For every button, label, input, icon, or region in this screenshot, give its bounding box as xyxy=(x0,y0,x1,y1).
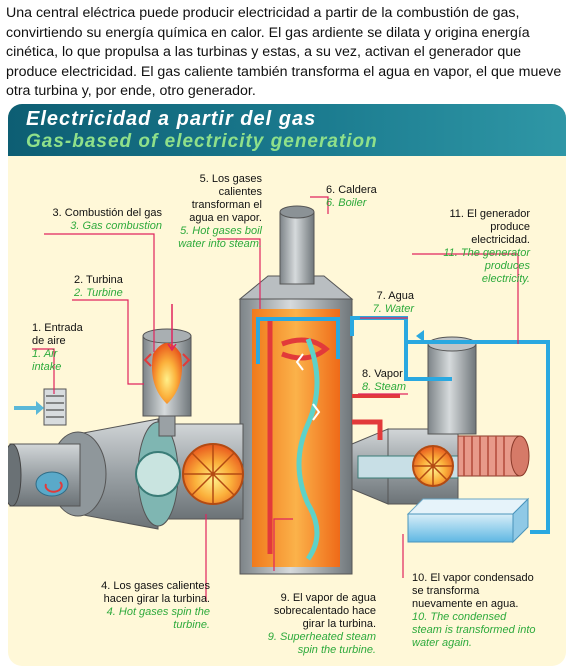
label-air-intake: 1. Entrada de aire 1. Air intake xyxy=(32,322,86,374)
label-4-es: 4. Los gases calientes hacen girar la tu… xyxy=(101,580,210,605)
label-steam: 8. Vapor 8. Steam xyxy=(362,368,422,394)
label-gas-combustion: 3. Combustión del gas 3. Gas combustion xyxy=(16,207,162,233)
label-4-en: 4. Hot gases spin the turbine. xyxy=(106,606,210,631)
gas-turbine xyxy=(8,388,244,530)
label-11-en: 11. The generator produces electricity. xyxy=(443,247,530,285)
boiler xyxy=(238,205,354,575)
label-5-es: 5. Los gases calientes transforman el ag… xyxy=(189,173,262,224)
condenser-tank xyxy=(406,497,530,544)
label-condensed-steam: 10. El vapor condensado se transforma nu… xyxy=(412,572,538,650)
label-boiler: 6. Caldera 6. Boiler xyxy=(326,184,396,210)
label-8-en: 8. Steam xyxy=(362,381,407,393)
label-6-en: 6. Boiler xyxy=(326,197,367,209)
label-3-es: 3. Combustión del gas xyxy=(52,207,162,219)
intro-paragraph: Una central eléctrica puede producir ele… xyxy=(6,5,562,100)
label-7-en: 7. Water xyxy=(372,303,414,315)
water-pipes xyxy=(350,316,550,534)
leader-lines xyxy=(32,196,519,601)
label-8-es: 8. Vapor xyxy=(362,368,403,380)
label-9-en: 9. Superheated steam spin the turbine. xyxy=(267,631,376,656)
label-turbine: 2. Turbina 2. Turbine xyxy=(74,274,154,300)
label-2-en: 2. Turbine xyxy=(74,287,123,299)
power-plant-illustration xyxy=(8,196,550,601)
label-water: 7. Agua 7. Water xyxy=(364,290,414,316)
label-11-es: 11. El generador produce electricidad. xyxy=(449,208,530,246)
steam-turbine xyxy=(351,419,459,532)
label-10-en: 10. The condensed steam is transformed i… xyxy=(412,611,536,649)
label-hot-gases-turbine: 4. Los gases calientes hacen girar la tu… xyxy=(86,580,210,632)
label-1-es: 1. Entrada de aire xyxy=(32,322,83,347)
label-1-en: 1. Air intake xyxy=(32,348,62,373)
label-9-es: 9. El vapor de agua sobrecalentado hace … xyxy=(273,592,376,630)
label-10-es: 10. El vapor condensado se transforma nu… xyxy=(412,572,534,610)
label-6-es: 6. Caldera xyxy=(326,184,377,196)
combustion-chamber xyxy=(142,304,192,437)
label-superheated-steam: 9. El vapor de agua sobrecalentado hace … xyxy=(264,592,376,657)
label-hot-gases-steam: 5. Los gases calientes transforman el ag… xyxy=(178,173,262,251)
title-english: Gas-based of electricity generation xyxy=(26,131,378,152)
label-7-es: 7. Agua xyxy=(376,290,414,302)
title-spanish: Electricidad a partir del gas xyxy=(26,108,317,130)
label-5-en: 5. Hot gases boil water into steam. xyxy=(178,225,262,250)
label-2-es: 2. Turbina xyxy=(74,274,123,286)
title-banner: Electricidad a partir del gas Gas-based … xyxy=(8,104,566,156)
label-3-en: 3. Gas combustion xyxy=(70,220,162,232)
label-generator: 11. El generador produce electricidad. 1… xyxy=(434,208,530,286)
diagram-panel: Electricidad a partir del gas Gas-based … xyxy=(8,104,566,666)
